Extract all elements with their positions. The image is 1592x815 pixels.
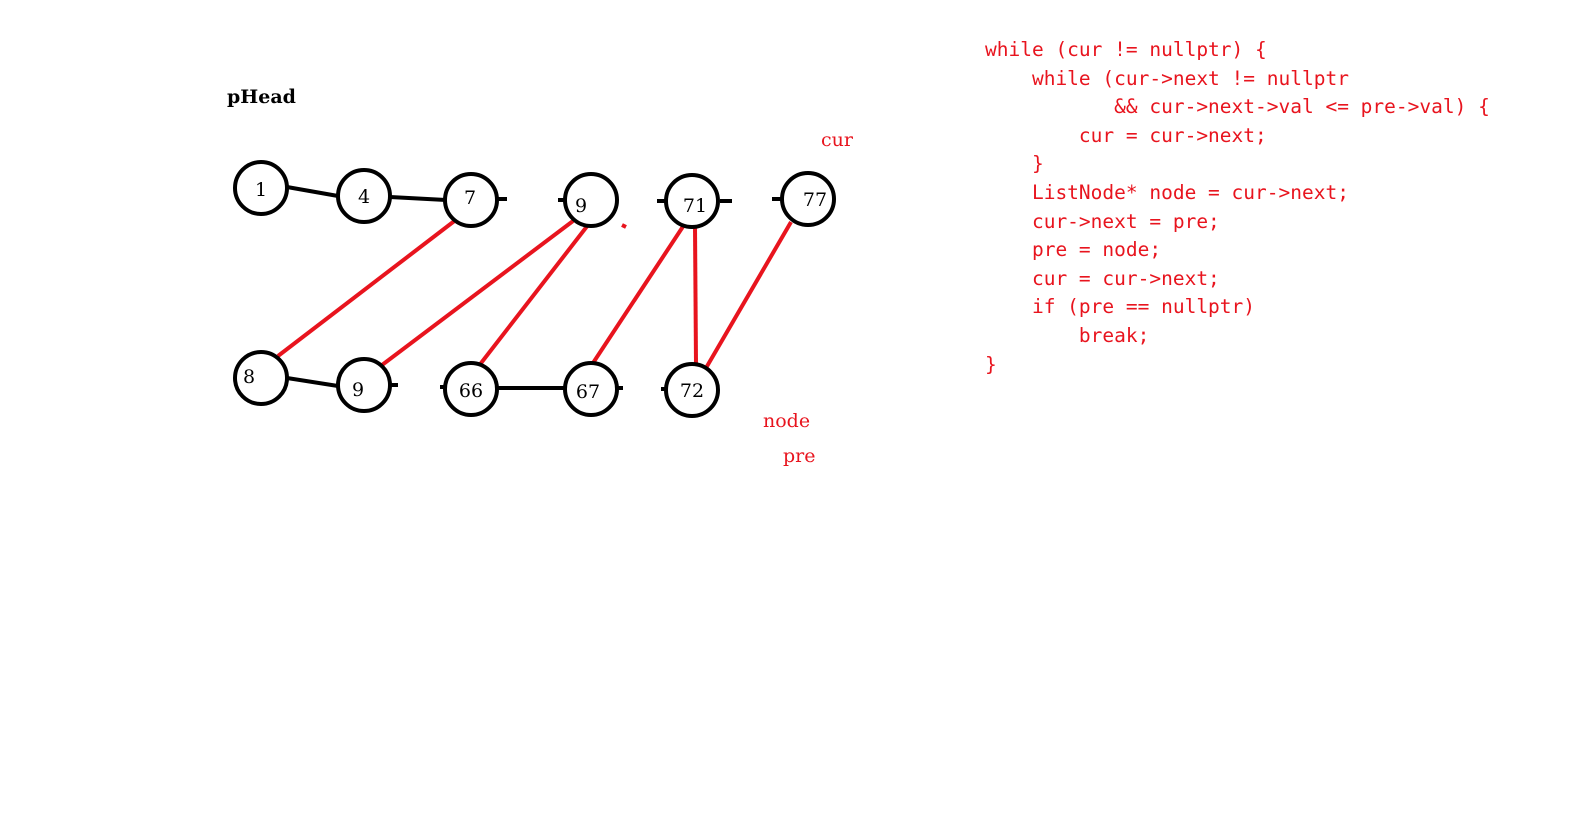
code-line: break;: [985, 323, 1150, 347]
code-line: while (cur->next != nullptr: [985, 66, 1349, 90]
list-node: 72: [664, 362, 720, 418]
code-line: cur = cur->next;: [985, 266, 1220, 290]
code-line: if (pre == nullptr): [985, 295, 1256, 319]
top-row-nodes: 1 4 7 9 71 77: [233, 160, 836, 229]
list-node: 71: [664, 173, 720, 229]
node-value: 8: [243, 366, 255, 388]
list-node: 77: [780, 171, 836, 227]
red-tick: [621, 223, 627, 229]
list-node: 1: [233, 160, 289, 216]
list-node: 9: [336, 357, 392, 413]
red-link-71-72: [693, 225, 698, 365]
list-node: 8: [233, 350, 289, 406]
code-line: cur = cur->next;: [985, 123, 1267, 147]
node-value: 67: [576, 381, 600, 403]
red-link-77-72: [704, 220, 793, 370]
red-links: [276, 217, 793, 370]
red-link-9-9b: [380, 219, 575, 367]
node-label: node: [763, 410, 810, 432]
pre-label: pre: [783, 445, 816, 467]
head-label: pHead: [227, 86, 296, 108]
list-node: 9: [563, 172, 619, 228]
code-line: pre = node;: [985, 238, 1162, 262]
node-value: 72: [680, 380, 704, 402]
node-value: 71: [683, 195, 707, 217]
code-line: while (cur != nullptr) {: [985, 38, 1267, 61]
red-link-9-66: [476, 223, 590, 369]
code-line: }: [985, 352, 997, 376]
code-line: ListNode* node = cur->next;: [985, 180, 1349, 204]
link-1-4: [286, 185, 339, 198]
code-line: }: [985, 152, 1044, 176]
node-value: 9: [352, 379, 364, 401]
node-value: 9: [575, 195, 587, 217]
node-value: 4: [358, 186, 370, 208]
link-8-9: [286, 376, 339, 388]
list-node: 7: [443, 172, 499, 228]
list-node: 4: [336, 168, 392, 224]
black-links: [286, 185, 565, 390]
red-link-71-67: [591, 223, 686, 365]
code-snippet: while (cur != nullptr) { while (cur->nex…: [985, 36, 1490, 379]
node-value: 77: [803, 189, 827, 211]
link-4-7: [389, 195, 447, 202]
code-line: cur->next = pre;: [985, 209, 1220, 233]
node-value: 66: [459, 380, 483, 402]
cur-label: cur: [821, 129, 854, 151]
bottom-row-nodes: 8 9 66 67 72: [233, 350, 720, 418]
list-node: 67: [563, 361, 619, 417]
list-node: 66: [443, 361, 499, 417]
node-value: 1: [255, 179, 267, 201]
node-value: 7: [464, 187, 476, 209]
code-line: && cur->next->val <= pre->val) {: [985, 95, 1490, 119]
red-link-7-8: [276, 217, 459, 358]
